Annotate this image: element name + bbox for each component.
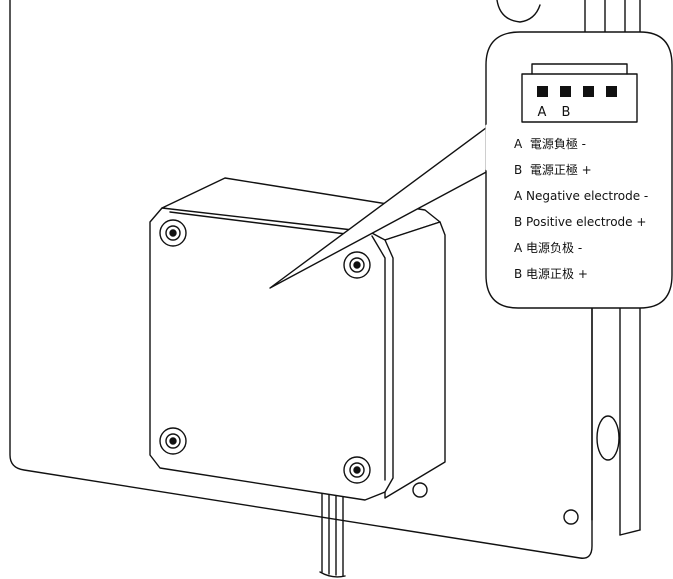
sensor-box-front xyxy=(149,207,394,501)
panel-hole xyxy=(563,509,579,525)
mounting-panel xyxy=(9,0,593,559)
legend-line: B Positive electrode + xyxy=(514,215,646,229)
legend-line: A Negative electrode - xyxy=(514,189,648,203)
screw-top-right xyxy=(343,251,371,279)
sensor-box-side xyxy=(384,221,446,499)
sensor-box xyxy=(149,177,446,501)
legend-line: A 電源負極 - xyxy=(514,136,586,151)
connector-pin xyxy=(560,86,571,97)
connector-pin xyxy=(606,86,617,97)
legend-line: B 电源正极 + xyxy=(514,267,588,281)
vertical-rail xyxy=(584,0,641,536)
screw-top-left xyxy=(159,219,187,247)
connector-pin xyxy=(537,86,548,97)
connector-housing: A B xyxy=(521,63,638,123)
pin-legend: A 電源負極 - B 電源正極 + A Negative electrode -… xyxy=(514,136,648,281)
pipe-fragment xyxy=(496,0,541,23)
pin-label-a: A xyxy=(538,105,547,120)
connector-pin xyxy=(583,86,594,97)
pin-label-b: B xyxy=(562,105,571,120)
screw-bottom-left xyxy=(159,427,187,455)
screw-bottom-right xyxy=(343,456,371,484)
callout-pointer xyxy=(269,124,491,289)
rail-slot-hole xyxy=(596,415,620,461)
panel-hole xyxy=(412,482,428,498)
legend-line: A 电源负极 - xyxy=(514,241,582,255)
wire-bundle xyxy=(319,489,346,578)
legend-line: B 電源正極 + xyxy=(514,162,592,177)
